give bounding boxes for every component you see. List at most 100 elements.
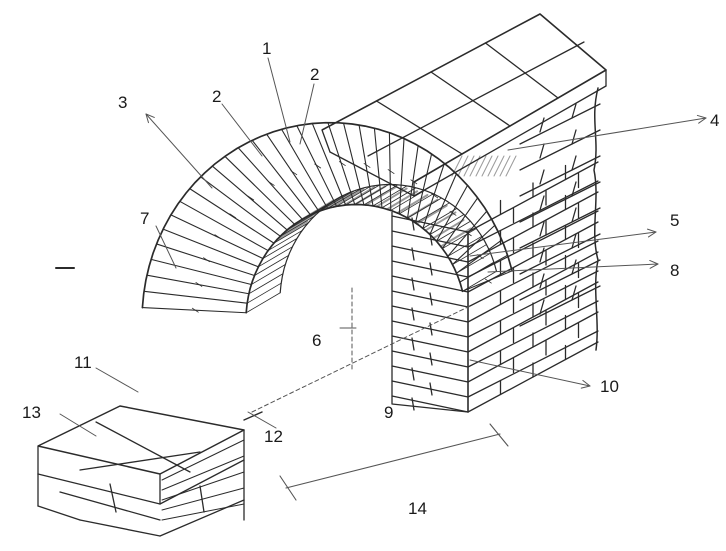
voussoir-joint [162, 228, 259, 268]
label-6: 6 [312, 331, 322, 350]
soffit-joint [318, 190, 354, 212]
pier-joint [429, 262, 433, 276]
base-edge [159, 459, 245, 505]
wall-joint [539, 299, 545, 315]
voussoir-tick [410, 179, 418, 185]
pier-course-front [391, 320, 469, 338]
leader-4 [507, 117, 707, 151]
pier-course-front [391, 230, 469, 248]
soffit-joint [429, 214, 465, 235]
soffit-joint [456, 252, 491, 274]
label-1: 1 [262, 39, 272, 58]
base-edge [159, 499, 245, 537]
label-10: 10 [600, 377, 619, 396]
voussoir-joint [146, 274, 250, 295]
soffit-joint [301, 198, 337, 220]
left-pier-course [161, 503, 245, 521]
brick-linework [37, 13, 607, 537]
pier-joint [429, 292, 433, 306]
base-joint [79, 451, 201, 471]
wall-joint [571, 103, 577, 119]
wall-course-line [519, 155, 601, 197]
pier-joint [411, 367, 415, 381]
leader-10-head [582, 379, 591, 387]
voussoir-tick [203, 257, 210, 263]
leader-4-head [696, 114, 707, 119]
voussoir-tick [314, 163, 322, 169]
wall-course-line [519, 233, 601, 275]
leader-8-head [649, 263, 659, 269]
label-12: 12 [264, 427, 283, 446]
voussoir-joint [211, 165, 288, 231]
pier-joint [429, 352, 433, 366]
soffit-shade [386, 190, 419, 211]
voussoir-joint [266, 133, 320, 212]
voussoir-joint [327, 122, 356, 206]
soffit-joint [250, 264, 286, 285]
wall-joint [539, 247, 545, 263]
voussoir-tick [214, 234, 222, 240]
leader-10 [469, 359, 591, 387]
crown-hatch [457, 155, 469, 177]
pier-course-front [391, 335, 469, 353]
voussoir-joint [388, 132, 392, 211]
leader-5-head [646, 228, 657, 233]
soffit-joint [279, 215, 315, 237]
leader-lines [55, 57, 707, 501]
voussoir-joint [143, 290, 248, 304]
left-pier-course [161, 471, 245, 501]
crown-hatch [487, 155, 499, 177]
voussoir-tick [464, 231, 472, 237]
span-dimension-line [251, 305, 471, 413]
soffit-joint [452, 244, 487, 265]
label-11: 11 [74, 353, 92, 372]
base-joint [109, 483, 117, 513]
voussoir-joint [447, 210, 488, 257]
voussoir-tick [484, 278, 492, 284]
wall-joint [539, 195, 545, 211]
soffit-shade [396, 194, 429, 215]
voussoir-tick [387, 169, 395, 174]
voussoir-tick [431, 193, 439, 199]
voussoir-joint [296, 125, 338, 207]
voussoir-joint [451, 224, 496, 266]
voussoir-joint [429, 173, 457, 236]
soffit-shade [276, 220, 309, 241]
soffit-joint [257, 246, 293, 268]
voussoir-joint [342, 122, 365, 206]
voussoir-tick [290, 170, 298, 176]
wall-joint [539, 143, 545, 159]
voussoir-joint [414, 153, 433, 224]
wall-joint [571, 129, 577, 145]
leader-4-head [698, 117, 707, 124]
wall-course-line [519, 259, 601, 301]
label-8: 8 [670, 261, 680, 280]
voussoir-joint [281, 128, 329, 209]
top-course-front [329, 151, 415, 197]
left-pier-course [161, 455, 245, 491]
base-top-outline [37, 405, 245, 475]
voussoir-joint [435, 184, 469, 242]
pier-joint [411, 307, 415, 321]
soffit-joint [415, 202, 450, 224]
soffit-joint [442, 228, 477, 249]
pier-joint [411, 397, 415, 411]
soffit-joint [459, 261, 495, 283]
crown-hatch [475, 155, 487, 177]
pier-course-front [391, 380, 469, 398]
soffit-joint [422, 207, 458, 229]
left-pier-edge [243, 411, 263, 421]
voussoir-joint [422, 162, 445, 229]
wall-course-line [519, 129, 601, 171]
leader-7 [155, 225, 177, 269]
soffit-joint [398, 193, 434, 215]
voussoir-joint [155, 243, 256, 277]
leader-8-head [649, 259, 659, 265]
wall-joint [539, 117, 545, 133]
soffit-joint [407, 197, 442, 219]
label-2b: 2 [310, 65, 320, 84]
depth-dimension-tick [489, 423, 509, 447]
wall-course-line [519, 285, 601, 327]
base-edge [37, 473, 161, 505]
wall-joint [571, 181, 577, 197]
